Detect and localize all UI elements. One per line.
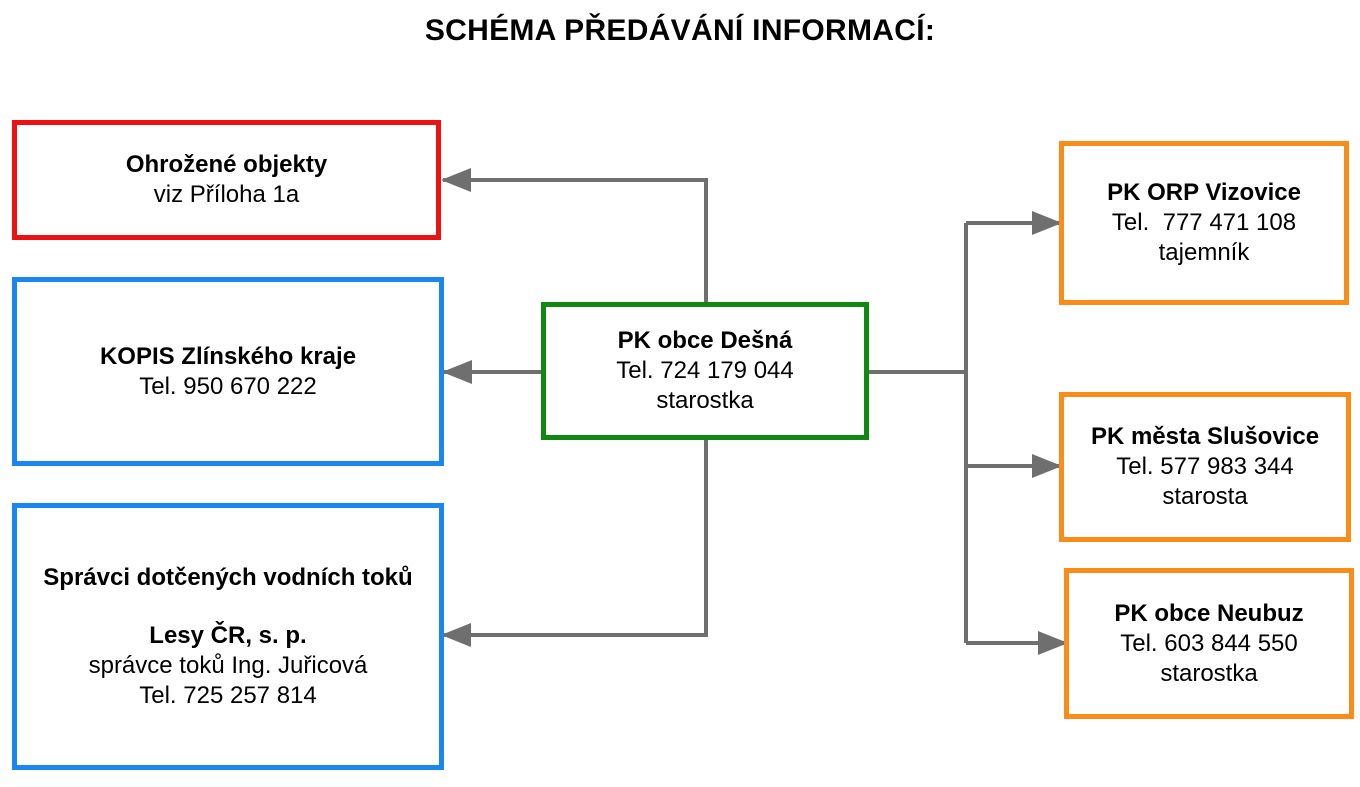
orp-vizovice-role: tajemník — [1158, 239, 1250, 266]
kopis-name: KOPIS Zlínského kraje — [99, 342, 357, 370]
center-box: PK obce Dešná Tel. 724 179 044 starostka — [541, 302, 869, 440]
orp-vizovice-phone: Tel. 777 471 108 — [1111, 209, 1297, 236]
diagram-title: SCHÉMA PŘEDÁVÁNÍ INFORMACÍ: — [424, 14, 936, 47]
river-managers-role: správce toků Ing. Juřicová — [88, 651, 368, 679]
threatened-objects-reference: viz Příloha 1a — [153, 181, 300, 208]
slusovice-name: PK města Slušovice — [1090, 423, 1320, 450]
river-managers-phone: Tel. 725 257 814 — [139, 681, 317, 709]
neubuz-name: PK obce Neubuz — [1114, 599, 1304, 627]
kopis-phone: Tel. 950 670 222 — [139, 372, 317, 400]
orp-vizovice-box: PK ORP Vizovice Tel. 777 471 108 tajemní… — [1059, 141, 1349, 305]
neubuz-role: starostka — [1160, 659, 1258, 687]
threatened-objects-name: Ohrožené objekty — [125, 151, 328, 178]
river-managers-name: Správci dotčených vodních toků — [43, 563, 413, 591]
center-phone: Tel. 724 179 044 — [616, 357, 794, 384]
center-role: starostka — [656, 387, 754, 414]
neubuz-phone: Tel. 603 844 550 — [1120, 629, 1298, 657]
threatened-objects-box: Ohrožené objekty viz Příloha 1a — [12, 120, 441, 240]
arrow-to-threatened-objects — [441, 168, 708, 304]
slusovice-role: starosta — [1162, 483, 1248, 510]
slusovice-box: PK města Slušovice Tel. 577 983 344 star… — [1059, 392, 1351, 542]
arrow-to-river-managers — [441, 438, 708, 647]
kopis-box: KOPIS Zlínského kraje Tel. 950 670 222 — [12, 277, 444, 466]
slusovice-phone: Tel. 577 983 344 — [1116, 453, 1294, 480]
river-managers-box: Správci dotčených vodních toků Lesy ČR, … — [12, 503, 444, 770]
neubuz-box: PK obce Neubuz Tel. 603 844 550 starostk… — [1064, 568, 1354, 719]
orp-vizovice-name: PK ORP Vizovice — [1107, 179, 1301, 206]
center-name: PK obce Dešná — [617, 327, 793, 354]
river-managers-org: Lesy ČR, s. p. — [149, 621, 307, 649]
